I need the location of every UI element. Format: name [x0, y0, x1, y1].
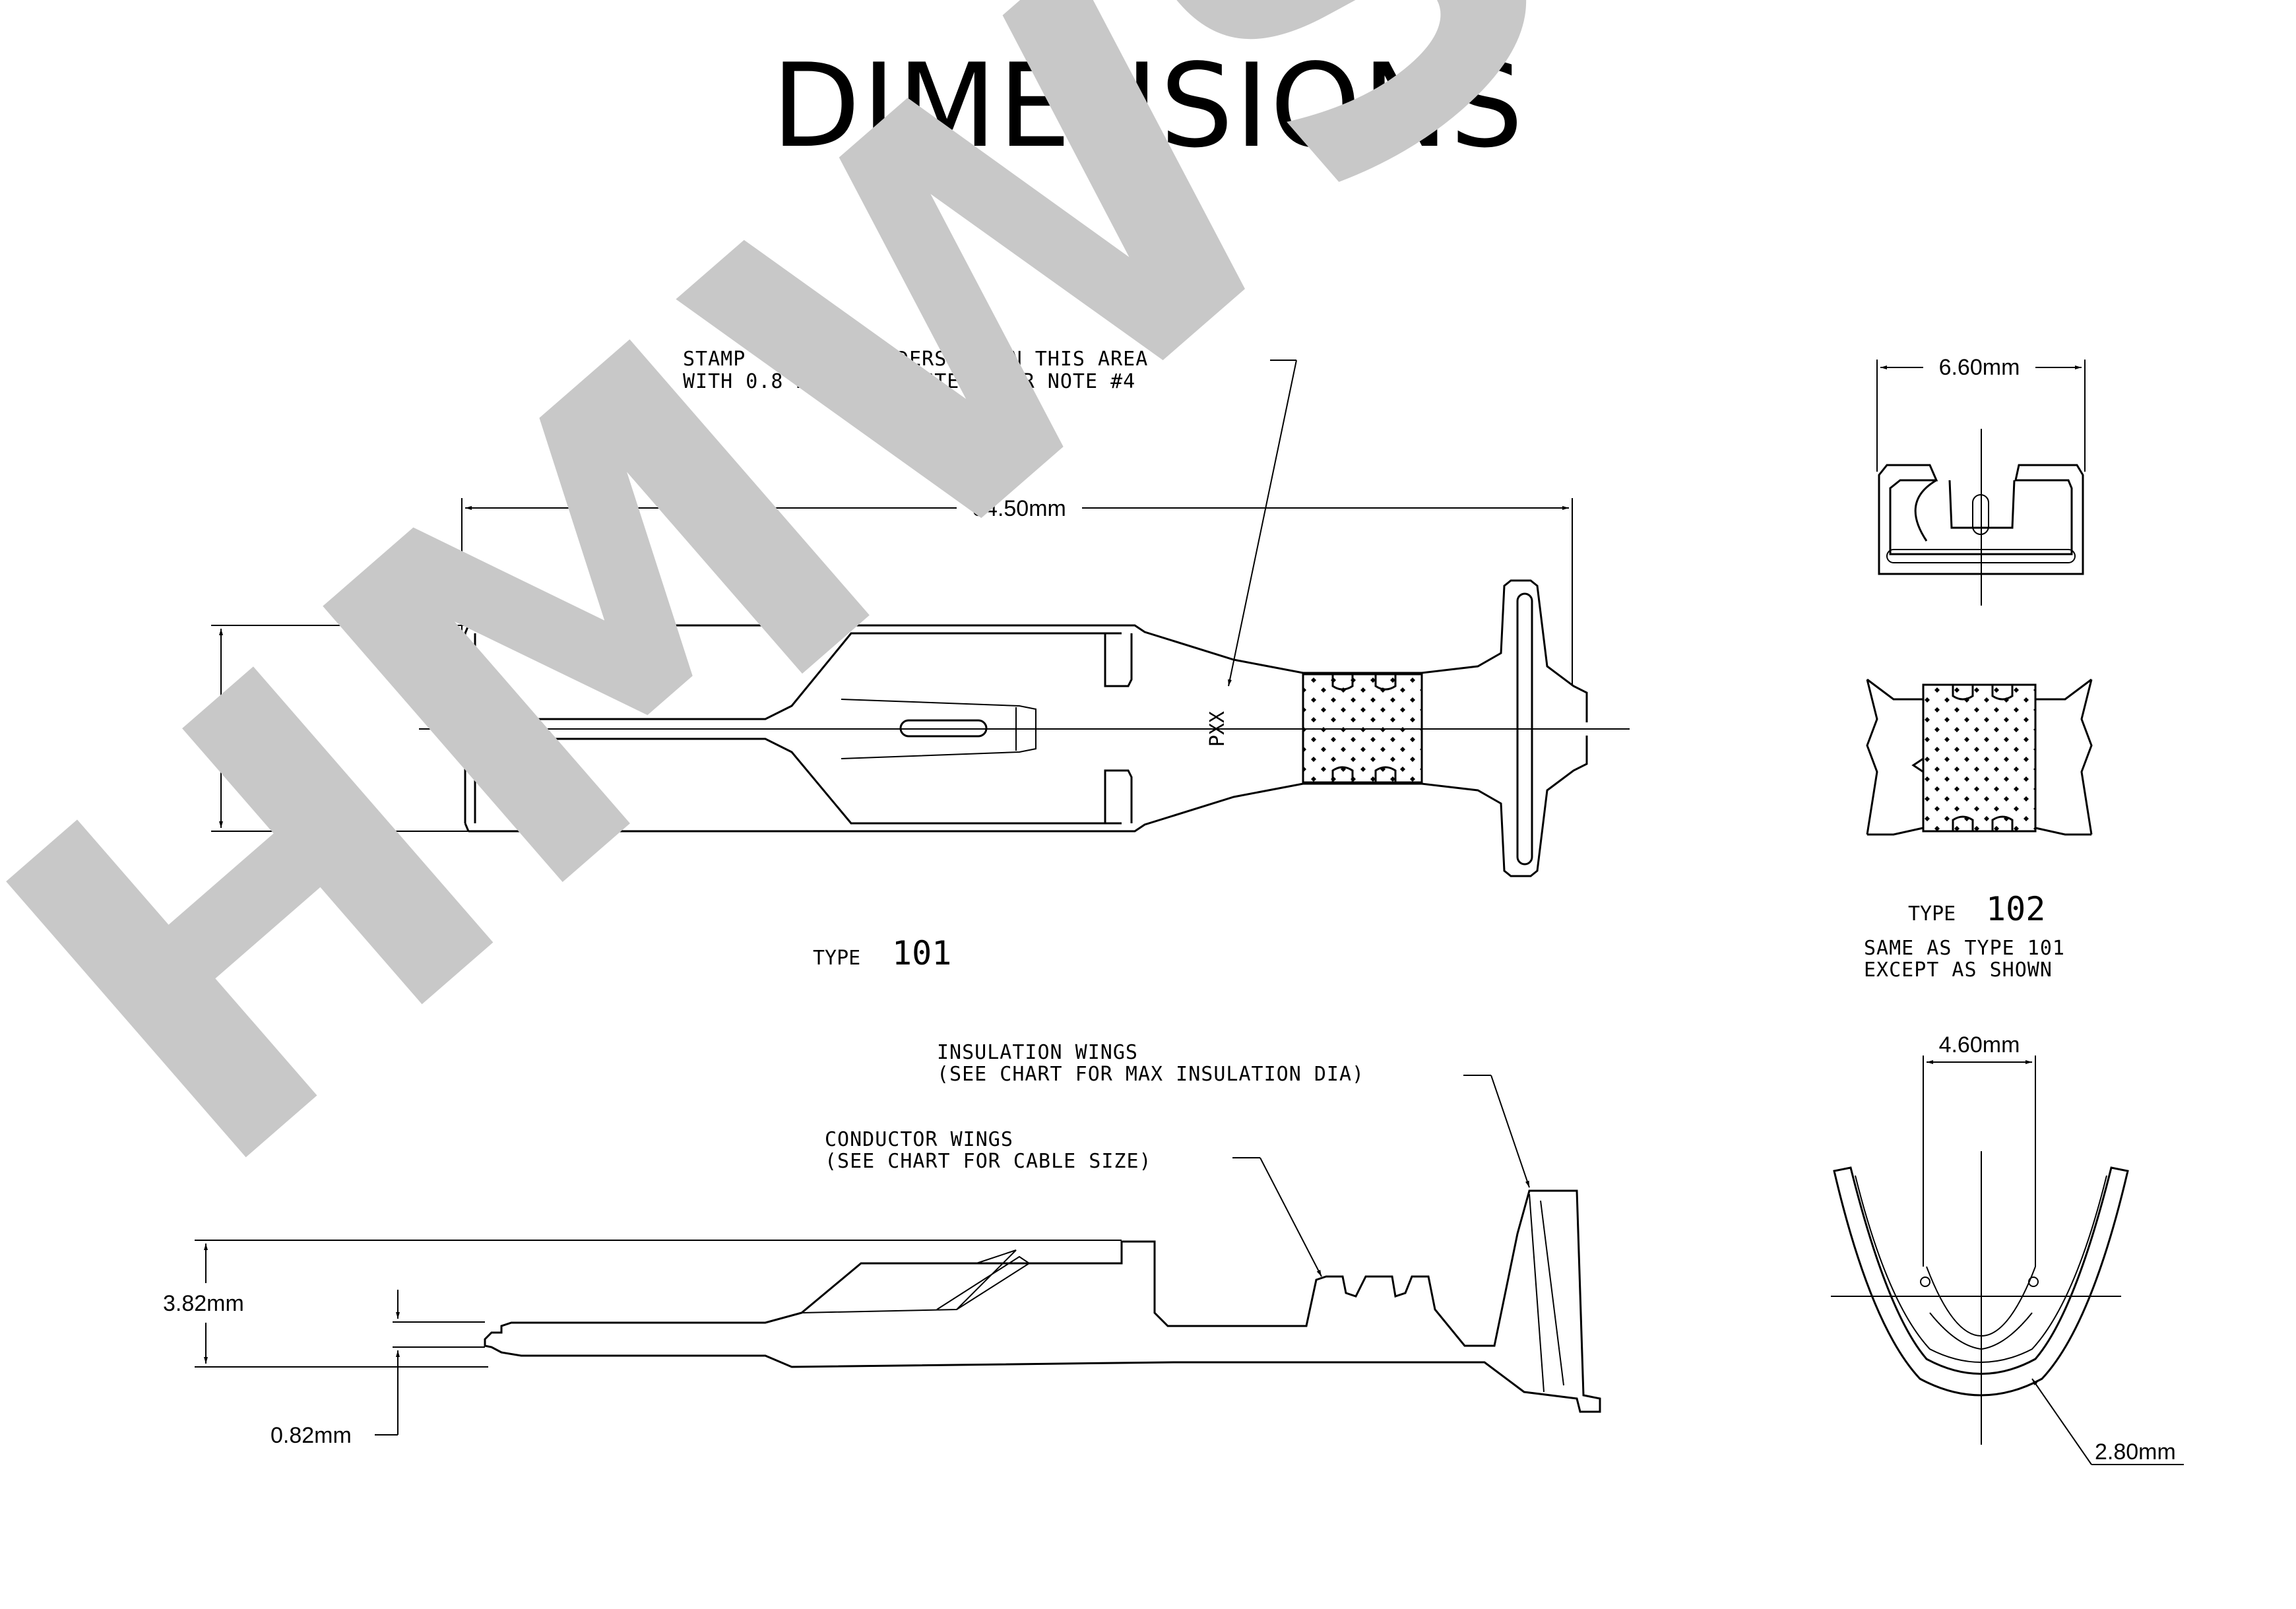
end-outer-wings [1833, 1166, 2129, 1397]
contact-tab [841, 699, 1036, 759]
nose-chamfer-top [464, 625, 470, 634]
end-inner-width-dimension: 4.60mm [1939, 1032, 2020, 1057]
serration-bottom-2 [1374, 766, 1397, 782]
end-view: 4.60mm 2.80mm [1831, 1032, 2184, 1465]
type102-serration-4 [1991, 815, 2014, 831]
hmws-watermark: HMWS [0, 0, 1673, 1277]
end-detail-left [1920, 1277, 1930, 1287]
knurled-crimp-area [1302, 673, 1423, 784]
end-radius-dimension: 2.80mm [2095, 1439, 2176, 1465]
type-101-prefix: TYPE [813, 947, 860, 970]
nose-chamfer-bottom [464, 823, 470, 832]
type102-base-slot [1886, 549, 2076, 563]
type102-knurl [1922, 683, 2037, 833]
type102-left-body [1866, 678, 1925, 836]
type102-break-left [1866, 679, 1878, 835]
lance-window-bottom [1104, 769, 1133, 823]
stamp-note-line2: WITH 0.8 HIGH CHARACTERS PER NOTE #4 [683, 370, 1135, 393]
type102-serration-1 [1952, 685, 1974, 701]
stamp-marking: PXX [1206, 711, 1229, 747]
side-height-dimension: 3.82mm [163, 1291, 244, 1316]
serration-top-2 [1374, 674, 1397, 691]
contact-slot [899, 719, 988, 738]
type102-top-view [1866, 678, 2093, 836]
contact-spring-lower [474, 738, 1122, 825]
top-view: 34.50mm 6.30mm PXX [188, 348, 1630, 972]
end-detail-right [2028, 1277, 2039, 1287]
side-lance [936, 1255, 1031, 1310]
stamp-note-line1: STAMP "PXX" ON UNDERSIDE IN THIS AREA [683, 348, 1148, 371]
type102-serration-3 [1952, 815, 1974, 831]
type102-note-line1: SAME AS TYPE 101 [1864, 937, 2065, 960]
width-dimension: 6.30mm [188, 716, 269, 741]
side-view: INSULATION WINGS (SEE CHART FOR MAX INSU… [163, 1041, 1601, 1448]
type-101-number: 101 [892, 934, 951, 972]
type102-break-right [2080, 679, 2093, 835]
side-contact-spring [801, 1249, 1017, 1313]
type102-channel [1948, 480, 2016, 529]
type102-right-body [2034, 678, 2092, 836]
type102-curl-left [1914, 479, 1937, 542]
side-wing-line [1540, 1200, 1564, 1386]
type102-end-view [1878, 429, 2084, 606]
type102-slot [1972, 494, 1989, 535]
conductor-note-line1: CONDUCTOR WINGS [825, 1128, 1013, 1151]
conductor-note-line2: (SEE CHART FOR CABLE SIZE) [825, 1150, 1152, 1173]
type-102-number: 102 [1986, 890, 2045, 928]
insulation-leader [1490, 1075, 1530, 1188]
terminal-outline-bottom [468, 736, 1588, 877]
type-102-prefix: TYPE [1908, 902, 1956, 926]
type102-width-dimension: 6.60mm [1939, 355, 2020, 380]
insulation-slot [1516, 592, 1533, 866]
type102-serration-2 [1991, 685, 2014, 701]
radius-leader [2031, 1378, 2092, 1465]
side-wing-edge [1529, 1193, 1545, 1393]
lance-window-top [1104, 633, 1133, 687]
side-profile [484, 1189, 1601, 1413]
end-inner-arc [1929, 1312, 2033, 1350]
side-thickness-dimension: 0.82mm [271, 1423, 352, 1448]
length-dimension: 34.50mm [973, 496, 1066, 521]
serration-bottom-1 [1331, 766, 1354, 782]
contact-spring-upper [474, 632, 1122, 720]
terminal-outline-top [468, 579, 1588, 722]
conductor-leader [1260, 1157, 1322, 1277]
insulation-note-line2: (SEE CHART FOR MAX INSULATION DIA) [937, 1063, 1364, 1086]
serration-top-1 [1331, 674, 1354, 691]
type102-note-line2: EXCEPT AS SHOWN [1864, 959, 2053, 982]
page-title: DIMENSIONS [771, 40, 1525, 174]
type-102-views: 6.60mm TYPE [1864, 355, 2093, 982]
type102-profile [1878, 464, 2084, 575]
end-crimp-bottom [1926, 1266, 2036, 1337]
end-inner-wings [1855, 1175, 2107, 1363]
stamp-leader [1228, 360, 1297, 687]
insulation-note-line1: INSULATION WINGS [937, 1041, 1138, 1064]
